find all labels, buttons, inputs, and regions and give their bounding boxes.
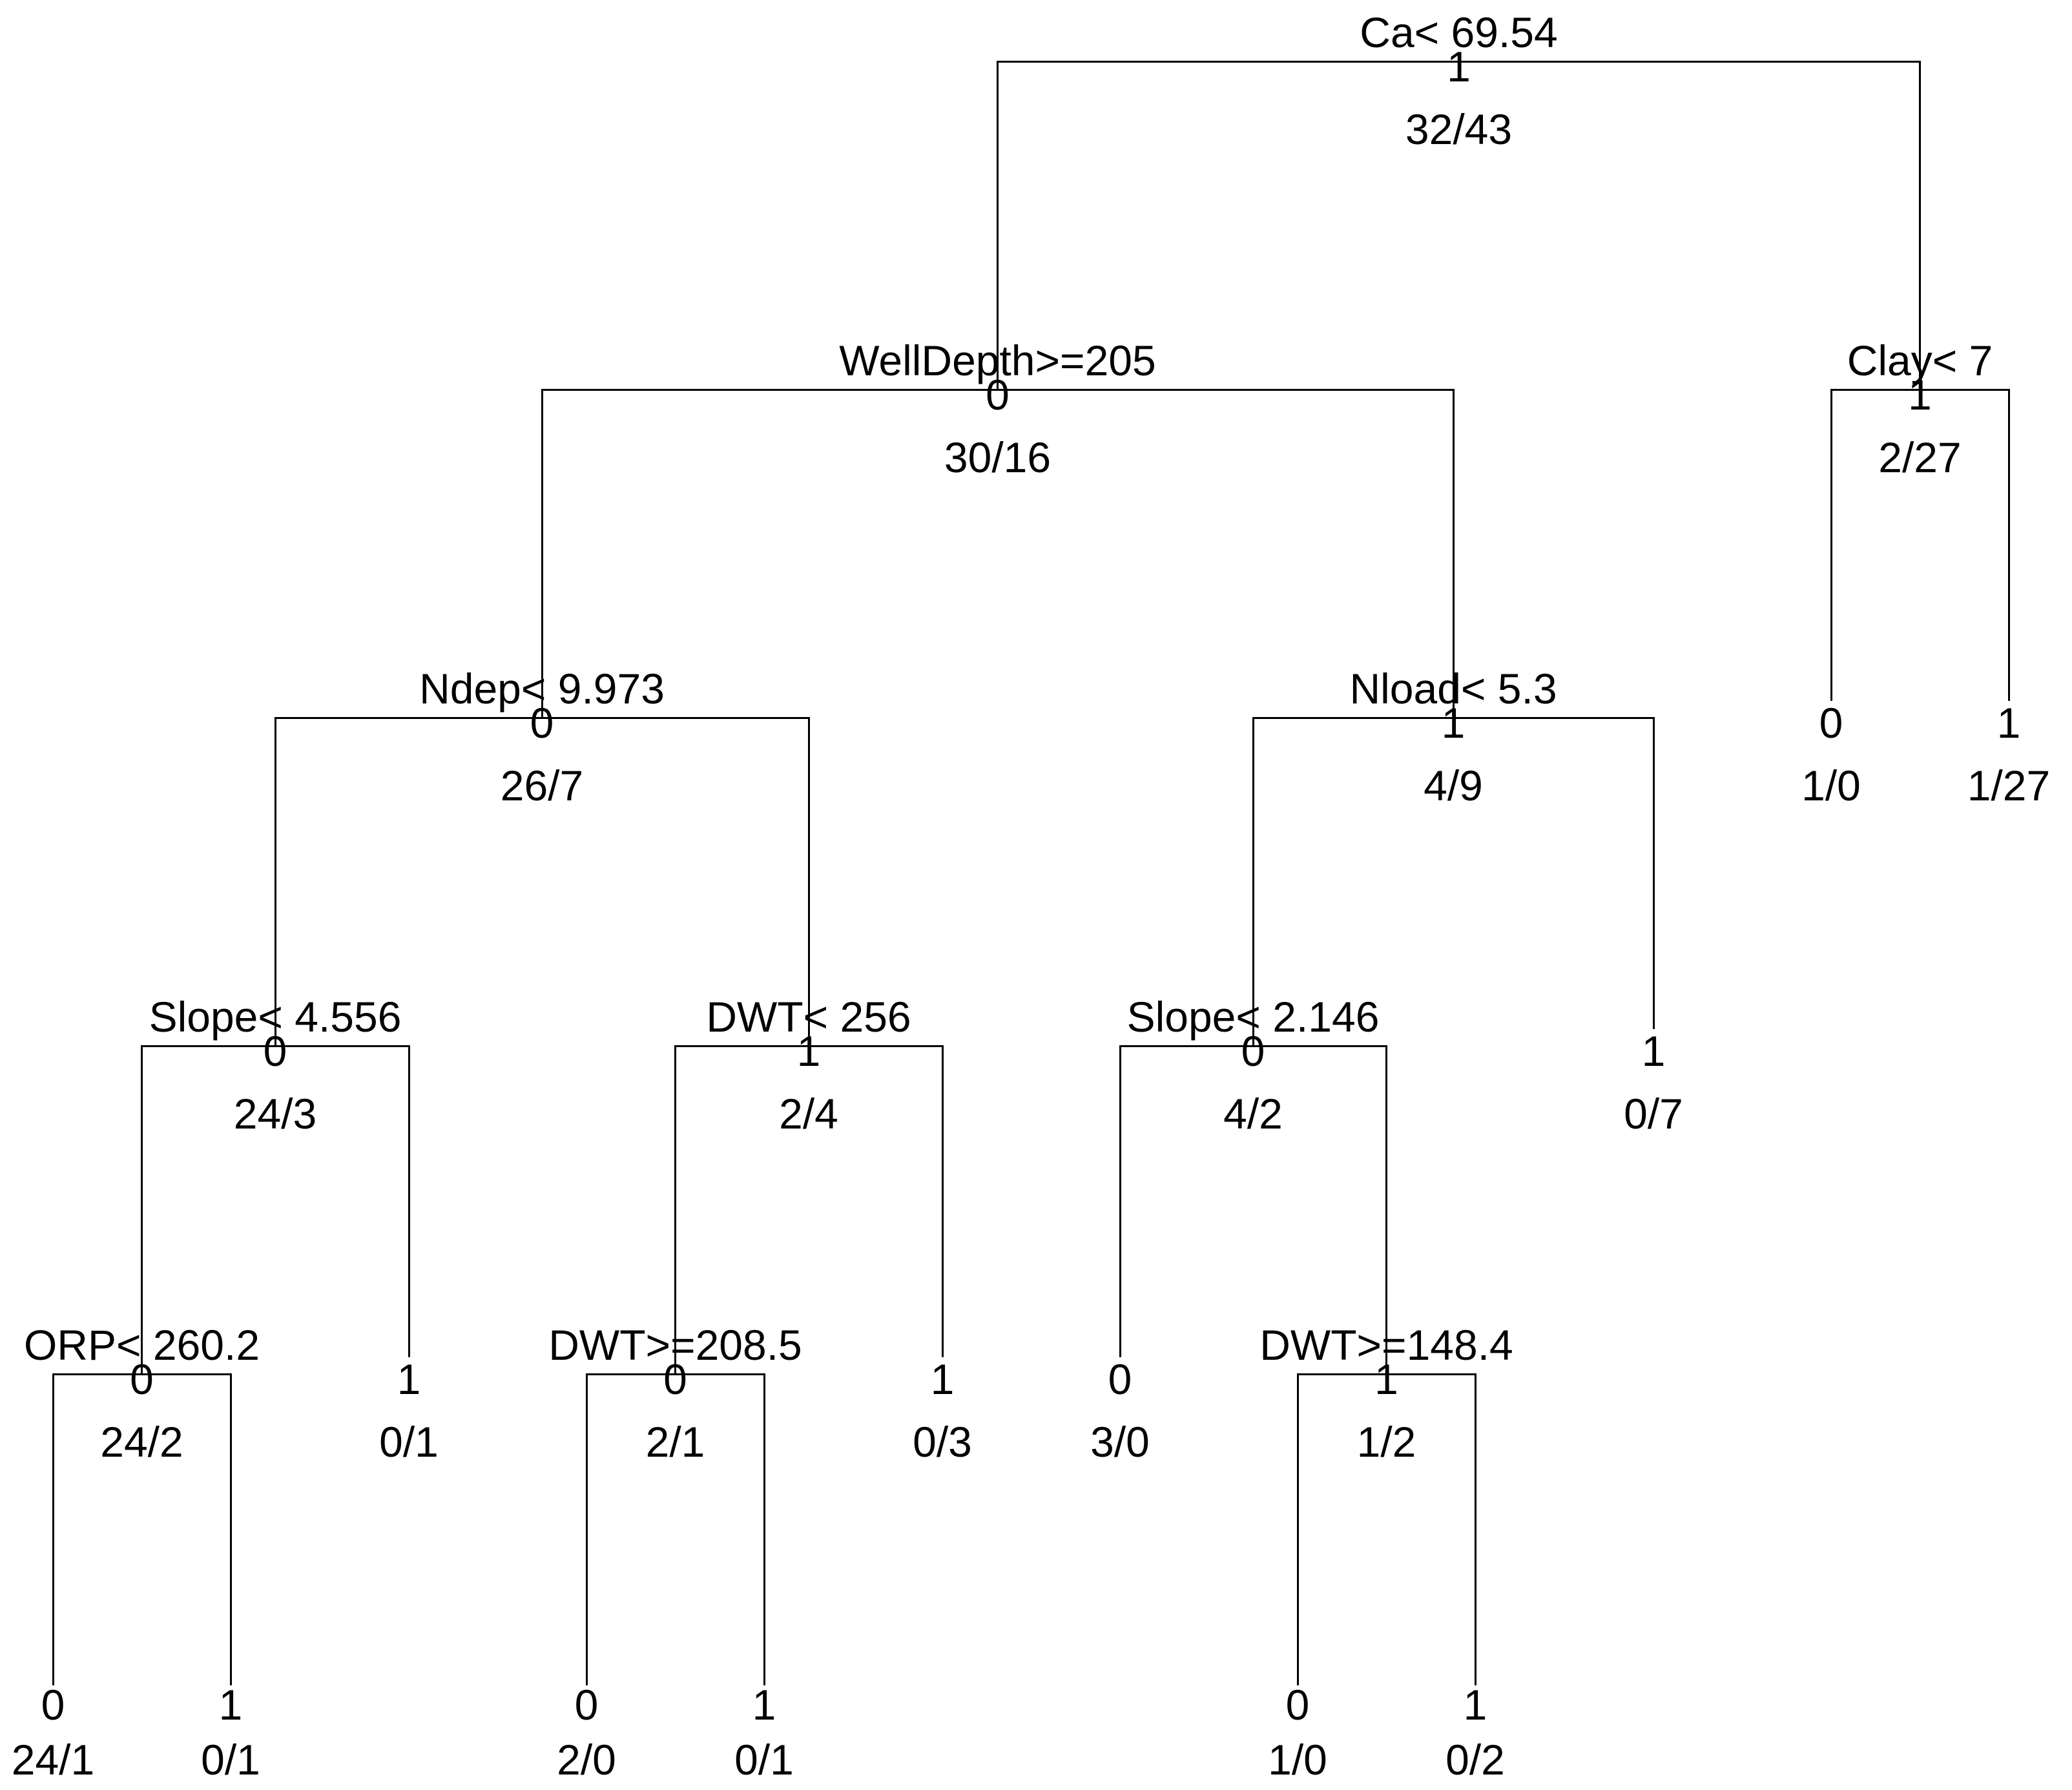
split-label-nload: Nload< 5.3 bbox=[1349, 665, 1557, 713]
branch-hline bbox=[274, 716, 810, 719]
branch-vline bbox=[1252, 716, 1254, 1047]
branch-hline bbox=[1119, 1045, 1387, 1047]
branch-vline bbox=[674, 1045, 676, 1375]
node-stats: 32/43 bbox=[1405, 105, 1513, 153]
node-stats: 24/2 bbox=[100, 1418, 183, 1466]
branch-hline bbox=[585, 1373, 765, 1375]
branch-vline bbox=[2007, 388, 2010, 701]
leaf-class-label: 1 bbox=[218, 1681, 243, 1729]
branch-vline bbox=[1119, 1045, 1121, 1357]
node-stats: 24/3 bbox=[233, 1090, 317, 1138]
leaf-stats: 0/2 bbox=[1445, 1736, 1505, 1784]
leaf-class-label: 1 bbox=[1996, 699, 2021, 747]
node-stats: 4/9 bbox=[1424, 762, 1483, 809]
node-stats: 2/1 bbox=[645, 1418, 705, 1466]
node-class-label: 1 bbox=[796, 1027, 821, 1075]
leaf-stats: 2/0 bbox=[557, 1736, 616, 1784]
leaf-stats: 0/1 bbox=[201, 1736, 260, 1784]
node-class-label: 0 bbox=[986, 371, 1010, 419]
branch-vline bbox=[941, 1045, 944, 1357]
node-stats: 1/2 bbox=[1356, 1418, 1416, 1466]
branch-vline bbox=[763, 1373, 765, 1685]
split-label-clay: Clay< 7 bbox=[1847, 337, 1993, 384]
branch-vline bbox=[1385, 1045, 1387, 1375]
split-label-welldepth: WellDepth>=205 bbox=[839, 337, 1156, 384]
node-class-label: 0 bbox=[530, 699, 554, 747]
branch-vline bbox=[52, 1373, 54, 1685]
node-class-label: 0 bbox=[263, 1027, 287, 1075]
node-class-label: 0 bbox=[1241, 1027, 1265, 1075]
split-label-ca: Ca< 69.54 bbox=[1360, 8, 1558, 56]
branch-vline bbox=[1296, 1373, 1299, 1685]
branch-hline bbox=[1296, 1373, 1476, 1375]
branch-vline bbox=[1474, 1373, 1476, 1685]
split-label-dwt256: DWT< 256 bbox=[706, 993, 911, 1041]
branch-vline bbox=[141, 1045, 143, 1375]
node-class-label: 0 bbox=[130, 1355, 154, 1403]
branch-hline bbox=[141, 1045, 410, 1047]
split-label-ndep: Ndep< 9.973 bbox=[419, 665, 665, 713]
leaf-class-label: 0 bbox=[1108, 1355, 1132, 1403]
node-class-label: 0 bbox=[663, 1355, 687, 1403]
split-label-dwt148: DWT>=148.4 bbox=[1259, 1321, 1513, 1369]
leaf-stats: 1/0 bbox=[1801, 762, 1861, 809]
leaf-class-label: 0 bbox=[41, 1681, 65, 1729]
branch-vline bbox=[807, 716, 810, 1047]
leaf-stats: 0/1 bbox=[734, 1736, 794, 1784]
branch-vline bbox=[1919, 60, 1921, 391]
leaf-stats: 0/7 bbox=[1624, 1090, 1683, 1138]
leaf-class-label: 0 bbox=[574, 1681, 599, 1729]
node-stats: 2/4 bbox=[779, 1090, 838, 1138]
node-class-label: 1 bbox=[1908, 371, 1932, 419]
branch-vline bbox=[997, 60, 999, 391]
leaf-stats: 3/0 bbox=[1090, 1418, 1150, 1466]
leaf-class-label: 1 bbox=[397, 1355, 421, 1403]
leaf-stats: 1/0 bbox=[1268, 1736, 1327, 1784]
node-stats: 2/27 bbox=[1878, 433, 1962, 481]
node-class-label: 1 bbox=[1441, 699, 1466, 747]
branch-hline bbox=[1252, 716, 1655, 719]
node-stats: 26/7 bbox=[500, 762, 584, 809]
leaf-class-label: 1 bbox=[752, 1681, 776, 1729]
leaf-stats: 24/1 bbox=[11, 1736, 95, 1784]
leaf-stats: 0/3 bbox=[913, 1418, 972, 1466]
leaf-stats: 1/27 bbox=[1967, 762, 2051, 809]
branch-vline bbox=[229, 1373, 232, 1685]
branch-vline bbox=[408, 1045, 410, 1357]
split-label-orp: ORP< 260.2 bbox=[23, 1321, 260, 1369]
branch-hline bbox=[1830, 388, 2010, 391]
leaf-class-label: 0 bbox=[1819, 699, 1843, 747]
branch-hline bbox=[52, 1373, 232, 1375]
branch-vline bbox=[1830, 388, 1832, 701]
split-label-dwt208: DWT>=208.5 bbox=[548, 1321, 802, 1369]
split-label-slope-left: Slope< 4.556 bbox=[149, 993, 402, 1041]
branch-vline bbox=[585, 1373, 588, 1685]
branch-hline bbox=[997, 60, 1921, 63]
branch-vline bbox=[1652, 716, 1655, 1029]
branch-hline bbox=[674, 1045, 944, 1047]
leaf-class-label: 1 bbox=[1463, 1681, 1487, 1729]
node-stats: 4/2 bbox=[1223, 1090, 1283, 1138]
leaf-stats: 0/1 bbox=[379, 1418, 439, 1466]
leaf-class-label: 1 bbox=[930, 1355, 955, 1403]
leaf-class-label: 0 bbox=[1285, 1681, 1310, 1729]
node-class-label: 1 bbox=[1374, 1355, 1398, 1403]
leaf-class-label: 1 bbox=[1641, 1027, 1666, 1075]
branch-vline bbox=[1452, 388, 1455, 719]
node-stats: 30/16 bbox=[944, 433, 1052, 481]
node-class-label: 1 bbox=[1447, 43, 1471, 90]
branch-hline bbox=[541, 388, 1455, 391]
branch-vline bbox=[541, 388, 543, 719]
split-label-slope-right: Slope< 2.146 bbox=[1126, 993, 1380, 1041]
branch-vline bbox=[274, 716, 276, 1047]
